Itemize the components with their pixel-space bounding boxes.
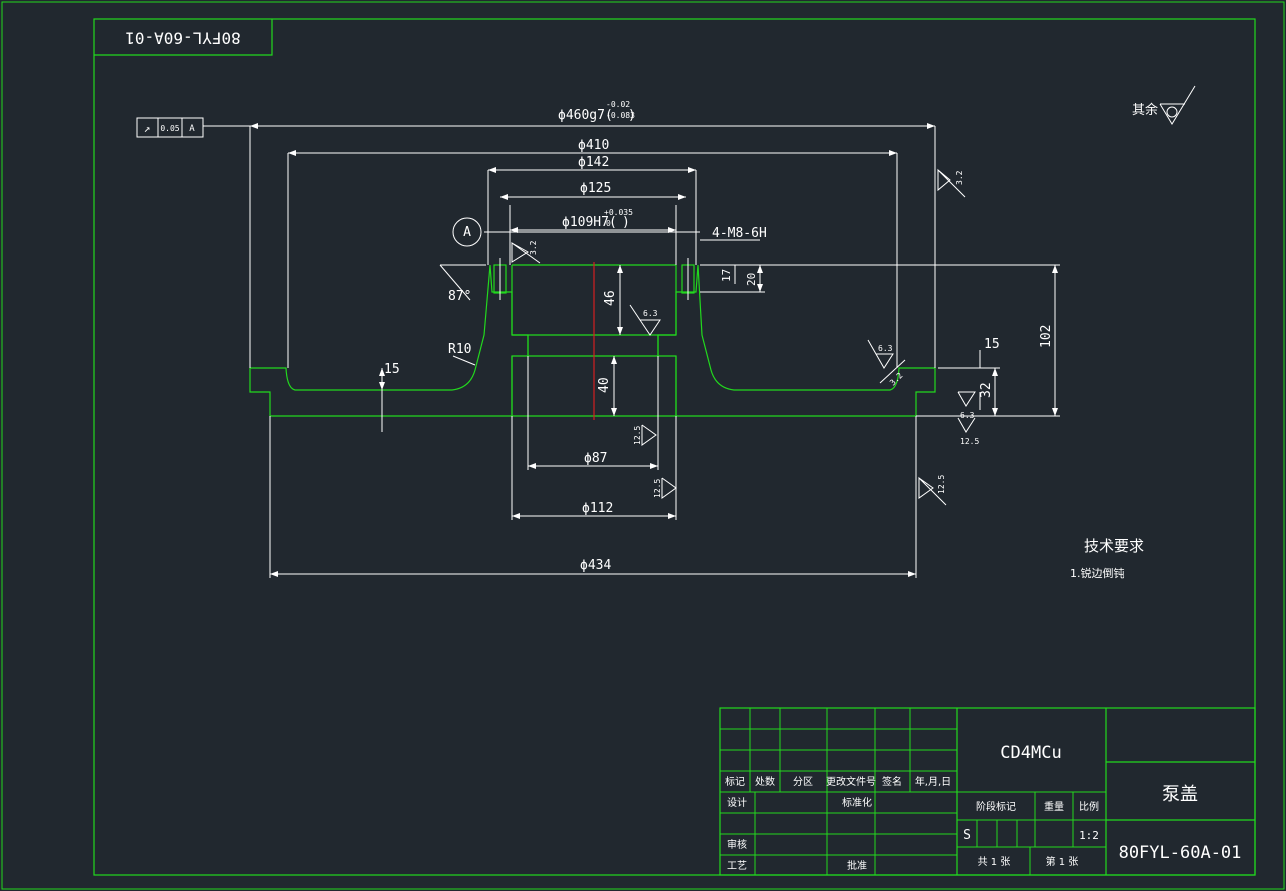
header-cell: 签名: [882, 775, 902, 788]
dim-d460-lower: -0.083: [606, 111, 635, 120]
roughness-symbol: 3.2: [879, 359, 906, 387]
roughness-symbol: 12.5: [633, 424, 657, 446]
dim-d109-lower: 0: [606, 219, 611, 228]
header-cell: 分区: [793, 776, 813, 788]
svg-text:6.3: 6.3: [878, 344, 893, 353]
svg-text:12.5: 12.5: [633, 426, 642, 445]
dim-d410: ϕ410: [578, 138, 609, 153]
material-text: CD4MCu: [1000, 743, 1061, 763]
svg-text:12.5: 12.5: [937, 475, 946, 494]
finish-note-text: 其余: [1132, 102, 1158, 118]
part-section: [249, 258, 936, 420]
tech-requirements: 技术要求 1.锐边倒钝: [1070, 537, 1144, 580]
header-cell: 标记: [725, 776, 745, 788]
total-sheets: 共 1 张: [978, 856, 1011, 868]
review-label: 审核: [727, 838, 747, 851]
datum-marker: A: [452, 217, 482, 247]
tech-req-title: 技术要求: [1084, 537, 1144, 555]
scale-value: 1:2: [1079, 829, 1099, 842]
dim-radius: R10: [448, 342, 471, 357]
dim-h20: 20: [745, 273, 758, 286]
runout-tolerance: 0.05: [160, 124, 179, 133]
approve-label: 批准: [847, 859, 867, 872]
scale-label: 比例: [1079, 800, 1099, 813]
svg-text:12.5: 12.5: [653, 479, 662, 498]
title-block: CD4MCu 泵盖 80FYL-60A-01 标记 处数 分区 更改文件号 签名…: [719, 707, 1256, 876]
roughness-symbol: 3.2: [937, 168, 966, 198]
sheet-number: 第 1 张: [1046, 855, 1079, 868]
dim-h17: 17: [720, 269, 733, 282]
dim-d109-close: ): [622, 215, 630, 230]
dim-d460: ϕ460g7(: [558, 108, 613, 123]
svg-text:6.3: 6.3: [643, 309, 658, 318]
header-cell: 年,月,日: [915, 775, 951, 788]
stage-value: S: [963, 828, 971, 843]
roughness-symbol: 12.5: [918, 475, 947, 506]
dim-angle: 87°: [448, 289, 471, 304]
roughness-symbol: 3.2: [511, 240, 541, 264]
svg-text:6.3: 6.3: [960, 411, 975, 420]
dim-thread: 4-M8-6H: [712, 226, 767, 241]
runout-frame: ↗ 0.05 A: [136, 117, 210, 138]
rotated-code-text: 80FYL-60A-01: [125, 29, 241, 48]
inner-border: [93, 18, 1256, 876]
finish-note: 其余: [1132, 85, 1196, 125]
dim-h15-right: 15: [984, 337, 1000, 352]
datum-label: A: [463, 225, 471, 240]
dim-h102: 102: [1039, 325, 1054, 348]
tech-req-item: 1.锐边倒钝: [1070, 566, 1125, 580]
header-cell: 更改文件号: [826, 775, 876, 788]
dim-d125: ϕ125: [580, 181, 611, 196]
part-code: 80FYL-60A-01: [1119, 843, 1242, 863]
dim-d460-close: ): [628, 108, 636, 123]
roughness-symbol: 6.3: [867, 339, 894, 369]
svg-text:12.5: 12.5: [960, 437, 979, 446]
svg-text:3.2: 3.2: [529, 240, 538, 255]
dim-h40: 40: [597, 377, 612, 393]
dim-h32: 32: [979, 382, 994, 398]
runout-symbol: ↗: [144, 122, 151, 135]
dim-d109: ϕ109H7(: [562, 215, 617, 230]
header-cell: 处数: [755, 775, 775, 788]
roughness-symbol: 6.3: [957, 391, 976, 420]
dimension-lines: [210, 123, 1060, 578]
part-name: 泵盖: [1162, 784, 1198, 805]
process-label: 工艺: [727, 860, 747, 872]
roughness-symbol: 12.5: [957, 417, 979, 446]
design-label: 设计: [727, 796, 747, 809]
weight-label: 重量: [1044, 800, 1064, 813]
dim-d109-upper: +0.035: [604, 208, 633, 217]
rotated-code-box: 80FYL-60A-01: [94, 19, 273, 56]
roughness-symbol: 6.3: [629, 304, 661, 336]
dim-d142: ϕ142: [578, 155, 609, 170]
runout-datum: A: [189, 124, 195, 134]
standardize-label: 标准化: [842, 796, 872, 809]
finish-symbol-icon: [1166, 106, 1178, 118]
stage-mark-label: 阶段标记: [976, 800, 1016, 813]
dim-h15-left: 15: [384, 362, 400, 377]
dim-h46: 46: [603, 290, 618, 306]
dim-d112: ϕ112: [582, 501, 613, 516]
dim-d87: ϕ87: [584, 451, 607, 466]
dim-d434: ϕ434: [580, 558, 611, 573]
roughness-symbol: 12.5: [653, 477, 677, 499]
dim-d460-upper: -0.02: [606, 100, 630, 109]
dimension-texts: ϕ460g7( -0.02 -0.083 ) ϕ410 ϕ142 ϕ125 ϕ1…: [384, 100, 1054, 573]
svg-text:3.2: 3.2: [955, 170, 964, 185]
